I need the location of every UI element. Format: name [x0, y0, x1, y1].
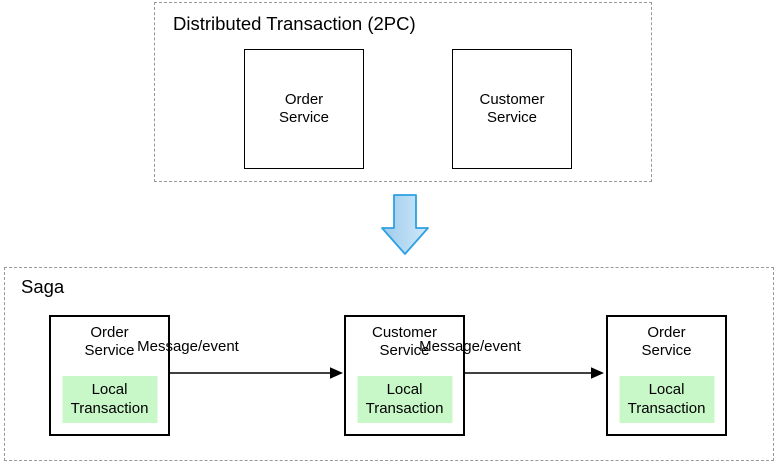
local-transaction-label: Local Transaction [365, 381, 444, 417]
local-transaction-label: Local Transaction [70, 381, 149, 417]
saga-group-title: Saga [21, 276, 65, 297]
customer-service-node-2pc: Customer Service [452, 49, 572, 169]
down-block-arrow-icon [381, 194, 429, 255]
order-service-node-saga-2: Order Service Local Transaction [606, 315, 727, 436]
2pc-group-title: Distributed Transaction (2PC) [173, 13, 416, 34]
message-event-edge-label: Message/event [137, 338, 239, 355]
node-label: Order Service [641, 324, 692, 360]
node-label: Customer Service [371, 324, 438, 360]
customer-service-node-saga: Customer Service Local Transaction [344, 315, 465, 436]
node-label: Order Service [84, 324, 135, 360]
local-transaction-label: Local Transaction [627, 381, 706, 417]
order-service-node-saga: Order Service Local Transaction [49, 315, 170, 436]
local-transaction-badge: Local Transaction [619, 376, 714, 423]
node-label: Order Service [278, 90, 330, 126]
saga-group: Saga Order Service Local Transaction Cus… [4, 267, 774, 461]
local-transaction-badge: Local Transaction [357, 376, 452, 423]
order-service-node-2pc: Order Service [244, 49, 364, 169]
node-label: Customer Service [479, 90, 545, 126]
message-event-edge-label: Message/event [419, 338, 521, 355]
2pc-group: Distributed Transaction (2PC) Order Serv… [154, 2, 652, 182]
local-transaction-badge: Local Transaction [62, 376, 157, 423]
